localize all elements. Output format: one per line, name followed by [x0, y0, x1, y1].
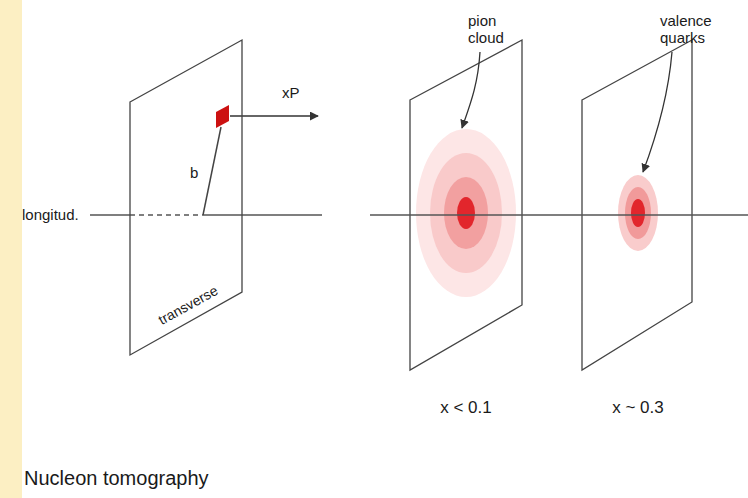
leader-arrow: [462, 52, 480, 128]
white-panel: [22, 0, 748, 498]
plane-label: transverse: [156, 282, 221, 328]
longitudinal-axis: [370, 214, 748, 216]
valence-mid: [625, 187, 651, 239]
pion-cloud-inner: [444, 177, 488, 249]
label: xP: [282, 84, 300, 101]
pion-cloud-mid: [430, 153, 502, 273]
valence-outer: [618, 175, 658, 251]
caption: Nucleon tomography: [24, 466, 209, 490]
transverse-plane: [410, 40, 522, 370]
impact-parameter-line: [203, 127, 221, 215]
momentum-arrow: [230, 115, 318, 117]
leader-arrow: [643, 52, 672, 172]
pion-cloud-outer: [416, 129, 516, 297]
label: b: [190, 164, 198, 181]
label: x ~ 0.3: [612, 398, 664, 417]
parton-square: [216, 105, 229, 128]
transverse-plane: [582, 40, 692, 370]
label: x < 0.1: [440, 398, 492, 417]
longitudinal-axis-hidden: [130, 214, 203, 216]
longitudinal-axis: [203, 214, 322, 216]
valence-core: [631, 199, 645, 227]
plane-border: [130, 40, 242, 355]
label: pion cloud: [468, 12, 504, 46]
label: valence quarks: [660, 12, 712, 46]
transverse-plane: transverse: [130, 40, 242, 355]
label: longitud.: [22, 206, 79, 223]
pion-cloud-core: [457, 197, 475, 229]
longitudinal-axis: [90, 214, 130, 216]
